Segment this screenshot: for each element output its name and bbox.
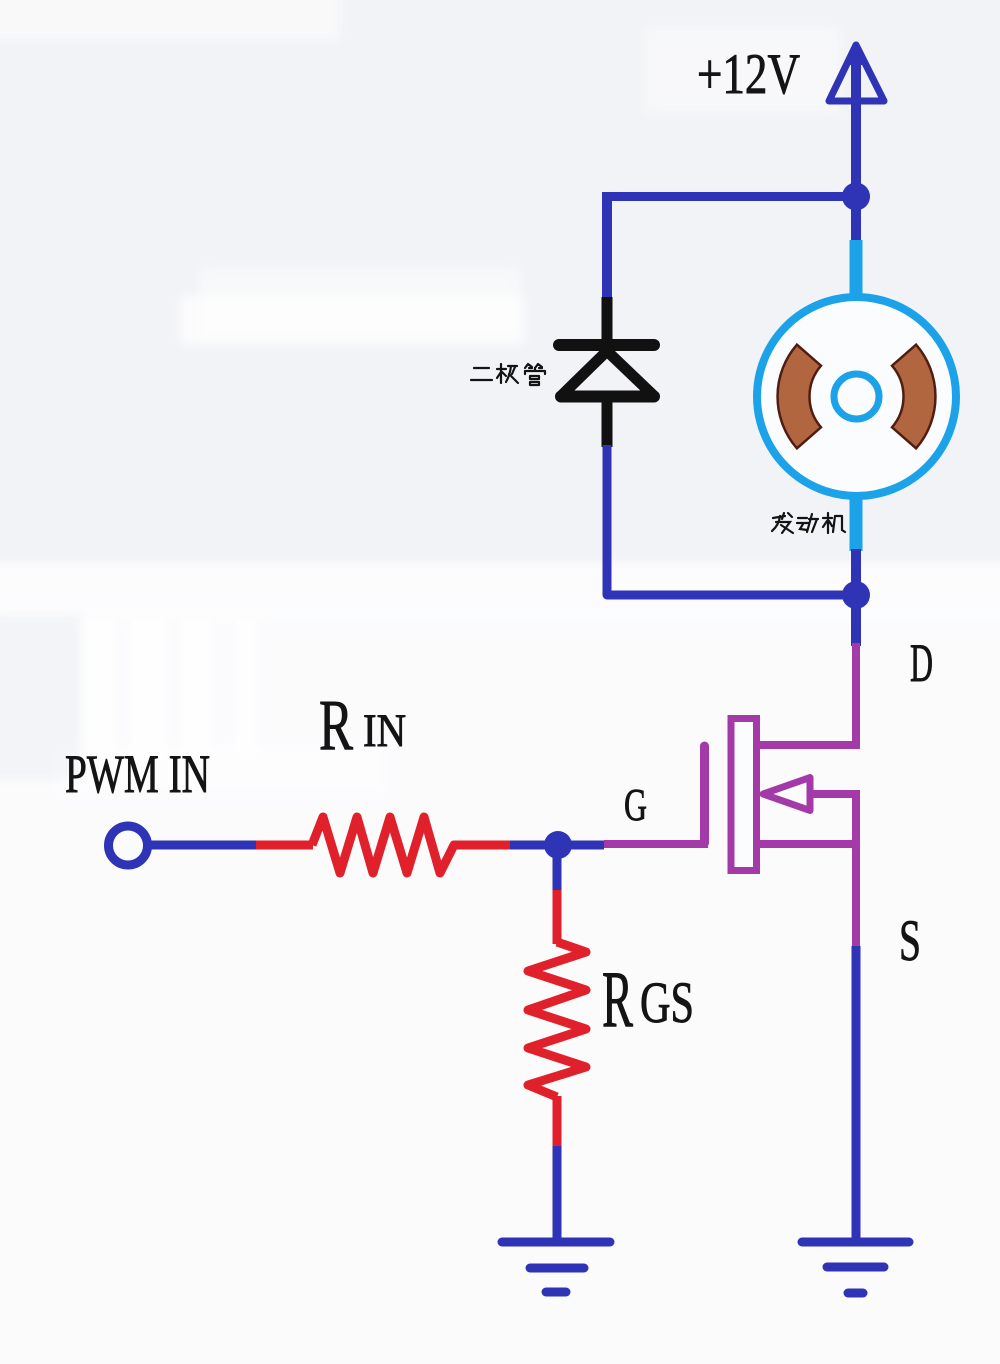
svg-text:PWM IN: PWM IN <box>65 744 210 804</box>
svg-text:S: S <box>899 908 921 973</box>
svg-text:G: G <box>624 780 647 830</box>
svg-text:D: D <box>910 633 933 693</box>
svg-text:+12V: +12V <box>697 43 800 106</box>
svg-text:IN: IN <box>363 705 406 757</box>
svg-text:GS: GS <box>640 970 694 1035</box>
svg-text:R: R <box>602 956 633 1044</box>
svg-text:R: R <box>319 685 353 765</box>
